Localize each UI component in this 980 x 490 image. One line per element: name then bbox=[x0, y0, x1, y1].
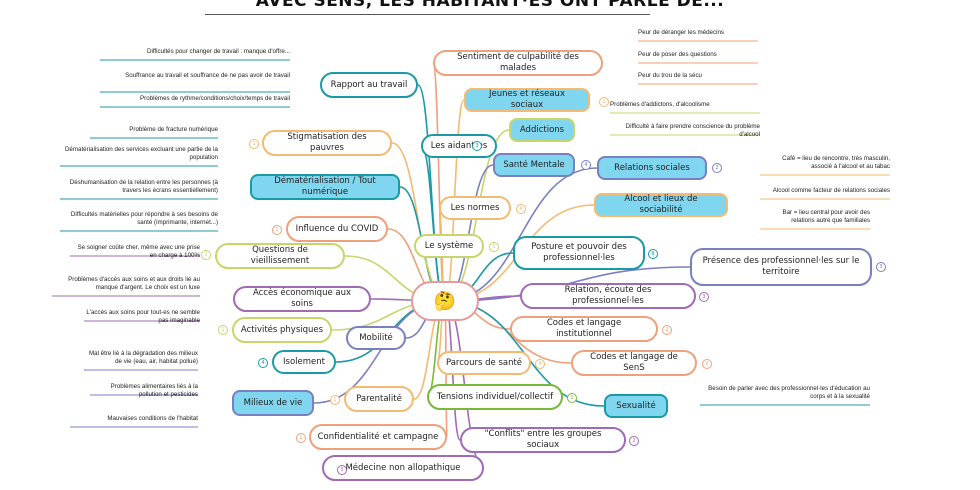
topic-node[interactable]: Questions de vieillissement bbox=[215, 243, 345, 269]
topic-node[interactable]: Parcours de santé bbox=[437, 351, 531, 375]
topic-node[interactable]: Jeunes et réseaux sociaux bbox=[464, 88, 590, 112]
count-badge: 3 bbox=[337, 465, 347, 475]
topic-node[interactable]: Tensions individuel/collectif bbox=[427, 384, 563, 410]
leaf-note: Problèmes alimentaires liés à la polluti… bbox=[110, 383, 198, 399]
leaf-note: Peur du trou de la sécu bbox=[638, 72, 702, 79]
leaf-note: Problèmes d'accès aux soins et aux droit… bbox=[68, 276, 200, 292]
topic-node[interactable]: Influence du COVID bbox=[286, 216, 388, 242]
topic-node[interactable]: Alcool et lieux de sociabilité bbox=[594, 193, 728, 217]
count-badge: 2 bbox=[629, 436, 639, 446]
topic-node[interactable]: Accès économique aux soins bbox=[233, 286, 371, 312]
count-badge: 1 bbox=[218, 325, 228, 335]
topic-node[interactable]: Rapport au travail bbox=[320, 72, 418, 98]
count-badge: 1 bbox=[272, 225, 282, 235]
central-node[interactable]: 🤔 bbox=[411, 281, 479, 321]
leaf-note: Se soigner coûte cher, même avec une pri… bbox=[77, 244, 200, 260]
topic-node[interactable]: Stigmatisation des pauvres bbox=[262, 130, 392, 156]
leaf-note: Peur de déranger les médecins bbox=[638, 29, 724, 36]
title-underline bbox=[205, 14, 650, 15]
leaf-note: Difficultés matérielles pour répondre à … bbox=[70, 211, 218, 227]
branch-link bbox=[432, 62, 446, 302]
leaf-note: Difficultés pour changer de travail : ma… bbox=[146, 48, 290, 55]
count-badge: 1 bbox=[330, 395, 340, 405]
leaf-note: Mal être lié à la dégradation des milieu… bbox=[88, 350, 198, 366]
topic-node[interactable]: Santé Mentale bbox=[493, 153, 575, 177]
leaf-note: Souffrance au travail et souffrance de n… bbox=[125, 72, 290, 79]
count-badge: 2 bbox=[662, 325, 672, 335]
topic-node[interactable]: Milieux de vie bbox=[232, 390, 314, 416]
topic-node[interactable]: Parentalité bbox=[344, 386, 414, 412]
leaf-note: Problèmes d'addictons, d'alcoolisme bbox=[610, 101, 710, 108]
thinking-face-icon: 🤔 bbox=[433, 290, 457, 312]
topic-node[interactable]: Dématérialisation / Tout numérique bbox=[250, 174, 400, 200]
leaf-note: Mauvaises conditions de l'habitat bbox=[107, 415, 198, 422]
leaf-note: Difficulté à faire prendre conscience du… bbox=[625, 123, 760, 139]
count-badge: 1 bbox=[599, 97, 609, 107]
topic-node[interactable]: Codes et langage institutionnel bbox=[510, 316, 658, 342]
count-badge: 3 bbox=[699, 292, 709, 302]
count-badge: 4 bbox=[258, 358, 268, 368]
count-badge: 2 bbox=[702, 359, 712, 369]
topic-node[interactable]: Confidentialité et campagne bbox=[309, 424, 447, 450]
leaf-note: Besoin de parler avec des professionnel·… bbox=[708, 385, 870, 401]
topic-node[interactable]: Sexualité bbox=[604, 394, 668, 418]
count-badge: 4 bbox=[535, 359, 545, 369]
topic-node[interactable]: Activités physiques bbox=[232, 317, 332, 343]
topic-node[interactable]: Relation, écoute des professionnel·les bbox=[520, 283, 696, 309]
count-badge: 3 bbox=[876, 262, 886, 272]
leaf-note: Alcool comme facteur de relations social… bbox=[772, 187, 890, 194]
count-badge: 1 bbox=[489, 242, 499, 252]
leaf-note: L'accès aux soins pour tout-es ne semble… bbox=[86, 309, 200, 325]
count-badge: 8 bbox=[648, 249, 658, 259]
topic-node[interactable]: Posture et pouvoir des professionnel·les bbox=[513, 236, 645, 270]
leaf-note: Peur de poser des questions bbox=[638, 51, 717, 58]
leaf-note: Problèmes de rythme/conditions/choix/tem… bbox=[140, 95, 290, 102]
count-badge: 2 bbox=[296, 433, 306, 443]
count-badge: 2 bbox=[712, 163, 722, 173]
topic-node[interactable]: Mobilité bbox=[346, 326, 406, 350]
count-badge: 2 bbox=[201, 250, 211, 260]
topic-node[interactable]: Le système bbox=[414, 234, 484, 258]
count-badge: 3 bbox=[472, 141, 482, 151]
topic-node[interactable]: Les normes bbox=[439, 196, 511, 220]
leaf-note: Problème de fracture numérique bbox=[129, 126, 218, 133]
page-title: AVEC SENS, LES HABITANT·ES ONT PARLÉ DE.… bbox=[255, 0, 725, 11]
count-badge: 1 bbox=[249, 139, 259, 149]
topic-node[interactable]: "Conflits" entre les groupes sociaux bbox=[460, 427, 626, 453]
leaf-note: Dématérialisation des services excluant … bbox=[64, 146, 218, 162]
leaf-note: Café = lieu de rencontre, très masculin,… bbox=[782, 155, 890, 171]
count-badge: 4 bbox=[516, 204, 526, 214]
topic-node[interactable]: Relations sociales bbox=[597, 156, 707, 180]
leaf-note: Bar = lieu central pour avoir des relati… bbox=[782, 209, 870, 225]
count-badge: 1 bbox=[567, 393, 577, 403]
topic-node[interactable]: Codes et langage de SenS bbox=[571, 350, 697, 376]
topic-node[interactable]: Présence des professionnel·les sur le te… bbox=[690, 248, 872, 286]
topic-node[interactable]: Médecine non allopathique bbox=[322, 455, 484, 481]
topic-node[interactable]: Les aidant-es bbox=[421, 134, 497, 158]
topic-node[interactable]: Addictions bbox=[509, 118, 575, 142]
leaf-note: Déshumanisation de la relation entre les… bbox=[69, 179, 218, 195]
topic-node[interactable]: Isolement bbox=[272, 350, 336, 374]
topic-node[interactable]: Sentiment de culpabilité des malades bbox=[433, 50, 603, 76]
count-badge: 4 bbox=[581, 160, 591, 170]
